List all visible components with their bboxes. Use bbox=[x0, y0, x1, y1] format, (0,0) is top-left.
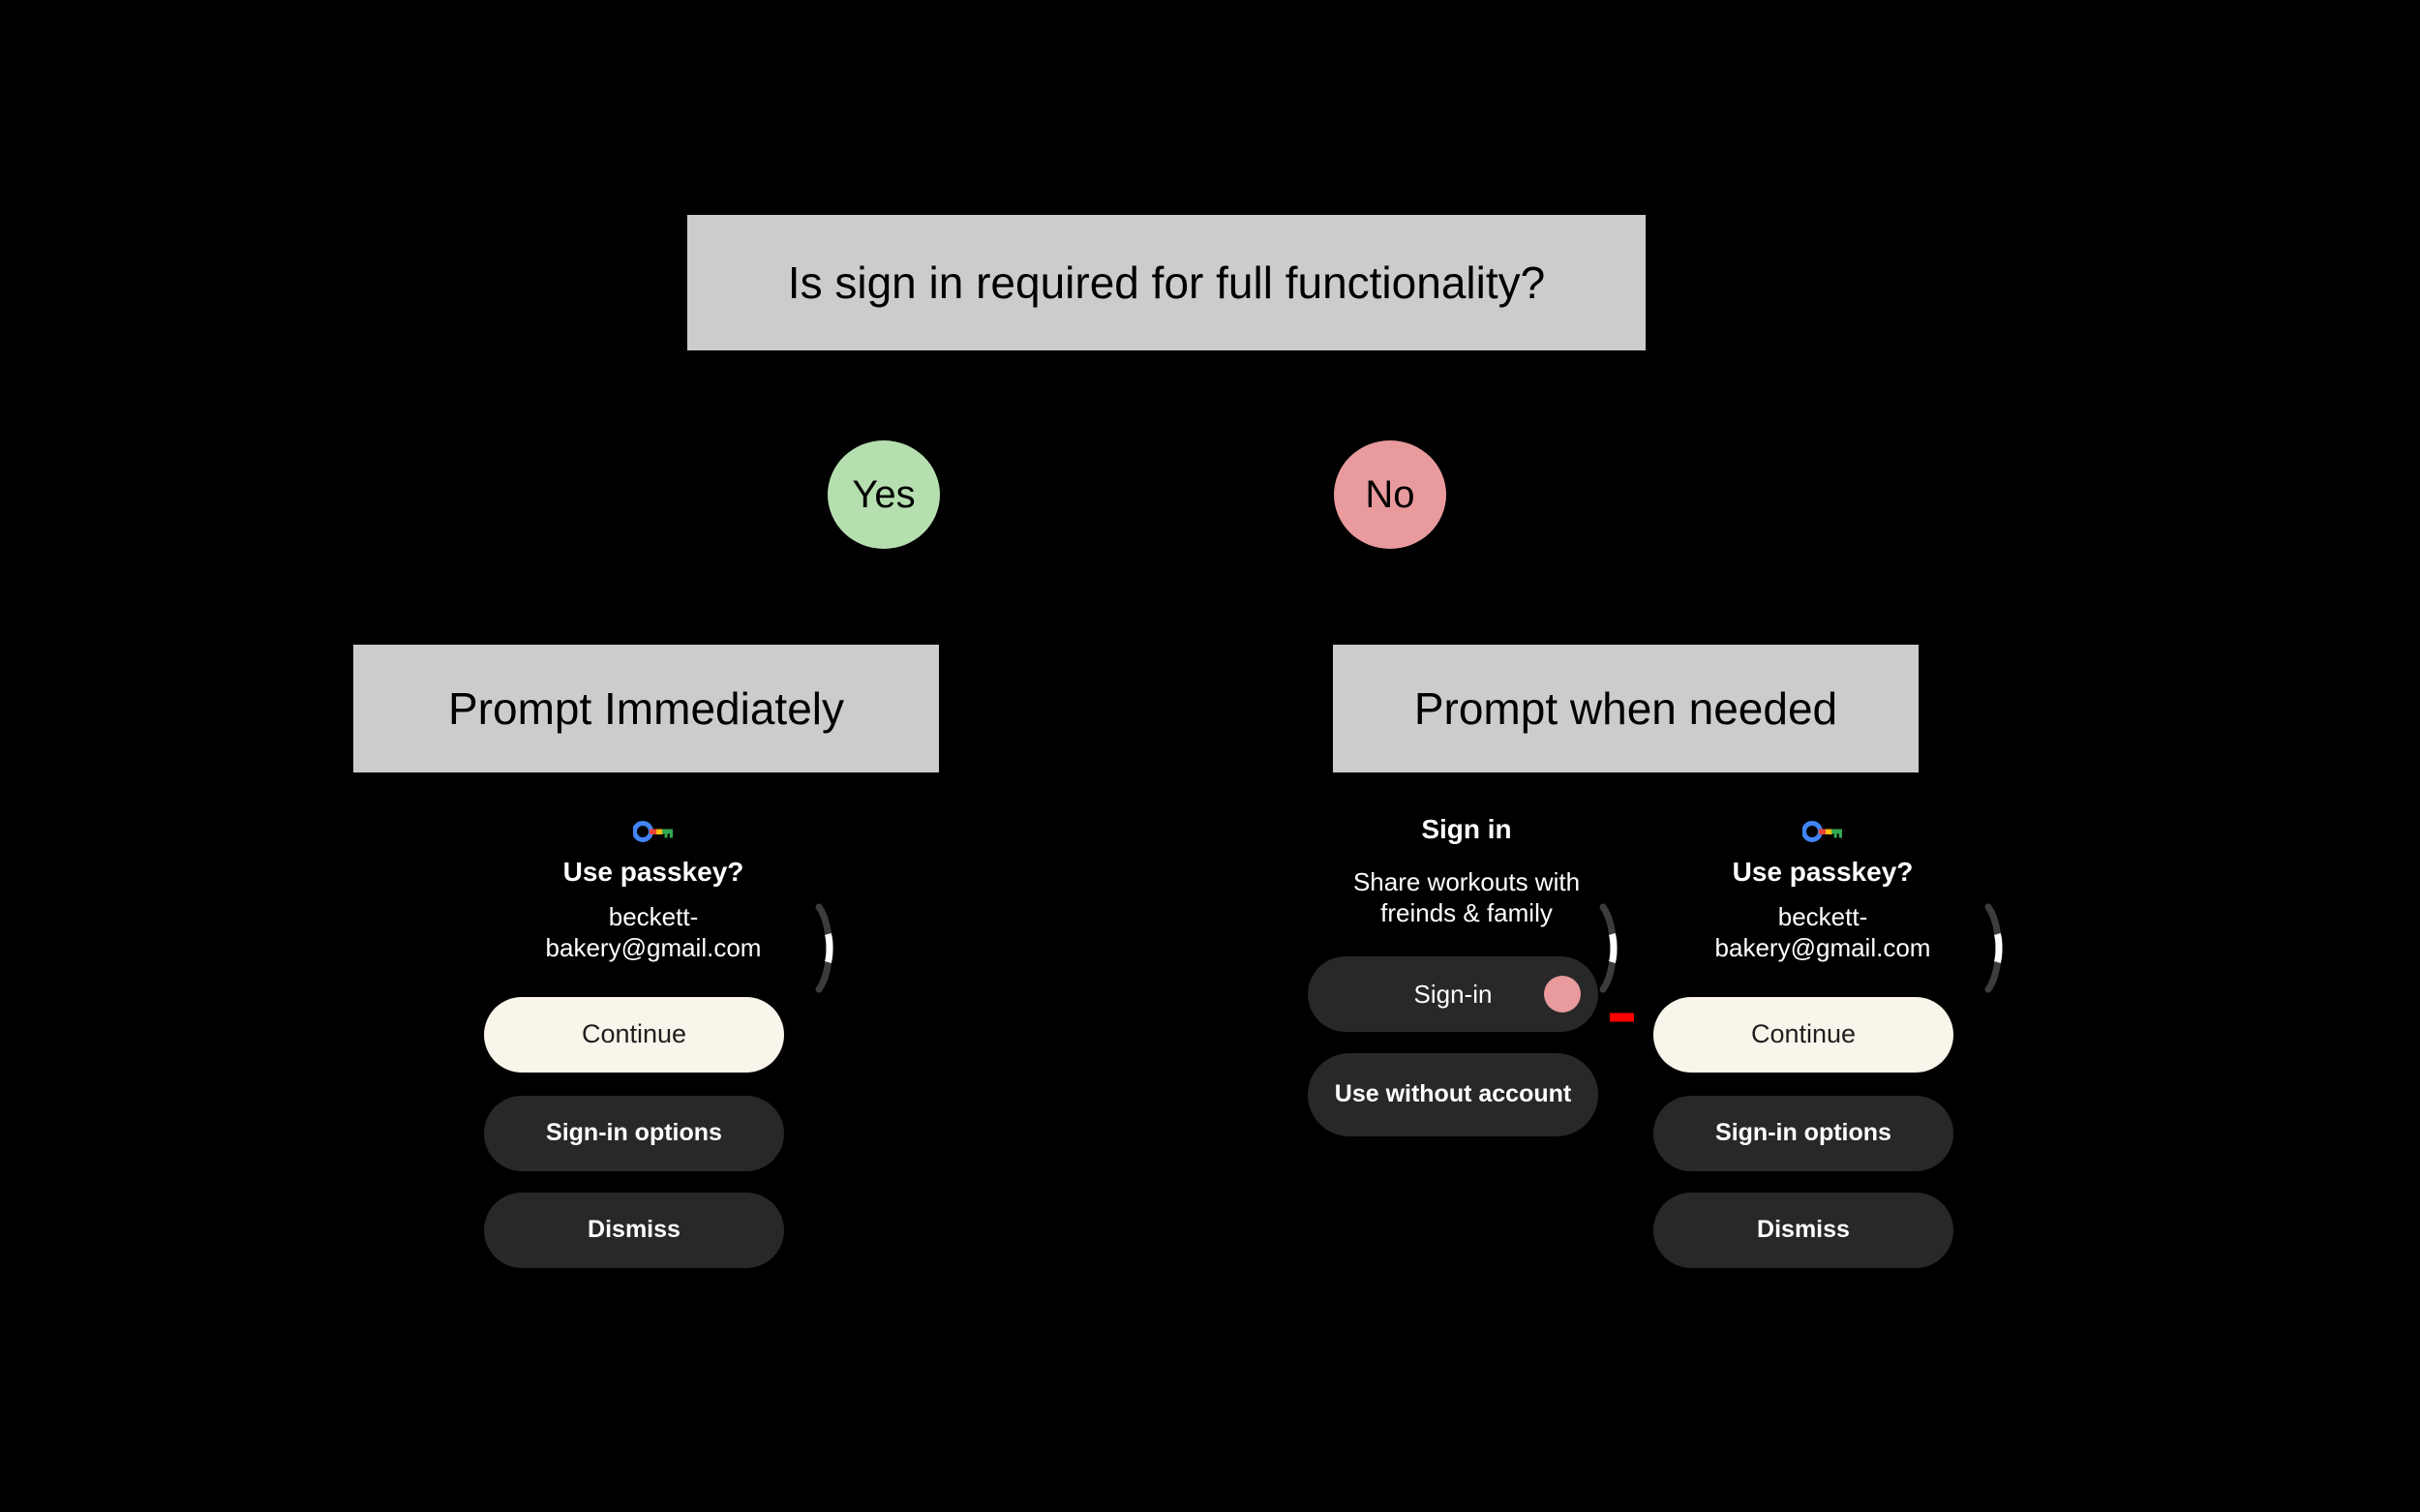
dismiss-button-right[interactable]: Dismiss bbox=[1653, 1193, 1953, 1268]
process-node-prompt-when-needed: Prompt when needed bbox=[1333, 645, 1919, 772]
signin-status-dot bbox=[1544, 976, 1581, 1013]
watch-screen-signin: Sign in Share workouts with freinds & fa… bbox=[1302, 803, 1631, 1307]
dismiss-button-left[interactable]: Dismiss bbox=[484, 1193, 784, 1268]
branch-label-no: No bbox=[1334, 440, 1446, 549]
scroll-indicator-right[interactable] bbox=[1981, 902, 2013, 994]
connector-no-to-prompt-when-needed bbox=[1624, 549, 1627, 645]
connector-question-to-yes bbox=[883, 350, 886, 440]
watch-screen-passkey-left: Use passkey? beckett-bakery@gmail.com Co… bbox=[465, 803, 842, 1307]
signin-title: Sign in bbox=[1421, 814, 1512, 844]
continue-button-left[interactable]: Continue bbox=[484, 997, 784, 1073]
signin-button[interactable]: Sign-in bbox=[1308, 956, 1598, 1032]
passkey-account-right: beckett-bakery@gmail.com bbox=[1714, 902, 1931, 962]
use-without-account-label: Use without account bbox=[1334, 1080, 1572, 1108]
signin-button-label: Sign-in bbox=[1413, 979, 1493, 1009]
process-node-prompt-immediately: Prompt Immediately bbox=[353, 645, 939, 772]
google-passkey-key-icon bbox=[632, 821, 674, 842]
scroll-indicator-middle[interactable] bbox=[1595, 902, 1628, 994]
google-passkey-key-icon bbox=[1801, 821, 1843, 842]
passkey-account-left: beckett-bakery@gmail.com bbox=[545, 902, 762, 962]
continue-button-right[interactable]: Continue bbox=[1653, 997, 1953, 1073]
signin-subtitle: Share workouts with freinds & family bbox=[1352, 867, 1581, 927]
sign-in-options-button-left[interactable]: Sign-in options bbox=[484, 1096, 784, 1171]
use-without-account-button[interactable]: Use without account bbox=[1308, 1053, 1598, 1136]
decision-node-question: Is sign in required for full functionali… bbox=[687, 215, 1646, 350]
scroll-indicator-left[interactable] bbox=[811, 902, 844, 994]
connector-question-to-no bbox=[1389, 350, 1392, 440]
watch-screen-passkey-right: Use passkey? beckett-bakery@gmail.com Co… bbox=[1634, 803, 2012, 1307]
connector-yes-to-prompt-immediately bbox=[645, 549, 648, 645]
branch-label-yes: Yes bbox=[828, 440, 940, 549]
passkey-title-left: Use passkey? bbox=[562, 857, 744, 887]
sign-in-options-button-right[interactable]: Sign-in options bbox=[1653, 1096, 1953, 1171]
passkey-title-right: Use passkey? bbox=[1732, 857, 1914, 887]
